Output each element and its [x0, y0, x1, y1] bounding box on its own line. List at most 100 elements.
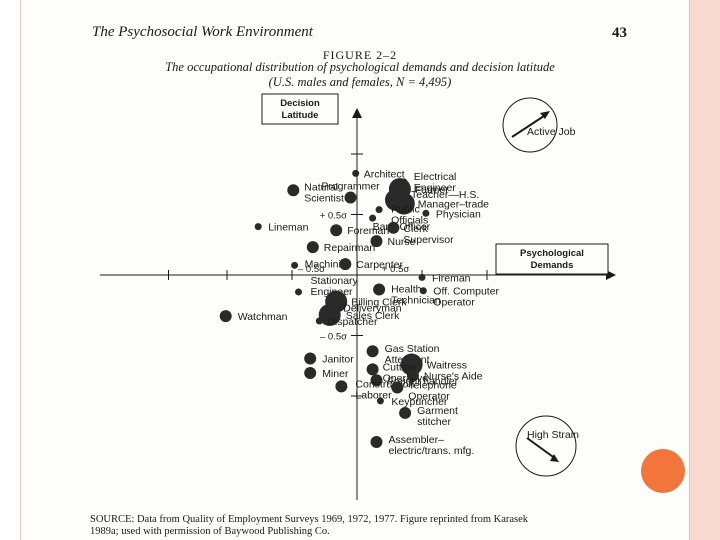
point-label-15: Machinist [305, 258, 349, 270]
active-job-circle [502, 97, 558, 153]
point-35 [376, 397, 384, 405]
high-strain-arrowhead [550, 454, 559, 462]
point-label-9: Bank Officer [373, 221, 431, 233]
point-label-16: Carpenter [356, 259, 403, 271]
point-28 [400, 353, 423, 376]
point-18 [295, 288, 302, 296]
point-26 [366, 345, 379, 358]
point-label-21: Billing Clerk [351, 297, 407, 309]
point-label-8: Physician [436, 208, 481, 220]
point-31 [406, 369, 419, 382]
source-note: SOURCE: Data from Quality of Employment … [90, 514, 528, 538]
point-label-31: Nurse's Aide [424, 370, 483, 382]
point-15 [291, 261, 299, 269]
point-label-4: Farmer [415, 184, 449, 196]
y-axis-arrowhead [352, 108, 362, 118]
point-32 [370, 374, 383, 387]
point-29 [366, 363, 379, 376]
high-strain-arrow [526, 437, 557, 460]
point-label-22: Deliveryman [343, 303, 402, 315]
point-20 [419, 287, 427, 295]
accent-circle [641, 449, 685, 493]
figure-label: FIGURE 2–2 [322, 48, 398, 62]
figure-caption-line1: The occupational distribution of psychol… [165, 60, 555, 74]
point-label-13: Nurse [388, 236, 416, 248]
point-8 [422, 209, 430, 217]
point-11 [330, 224, 343, 237]
x-axis-title-box [495, 243, 609, 275]
point-24 [315, 317, 323, 325]
running-header-title: The Psychosocial Work Environment [92, 24, 313, 40]
active-job-arrowhead [540, 111, 550, 119]
point-34 [391, 381, 404, 394]
point-label-23: Sales Clerk [346, 310, 400, 322]
point-label-27: Janitor [322, 353, 354, 365]
point-label-35: Keypuncher [391, 396, 448, 408]
point-37 [370, 435, 383, 448]
point-23 [318, 303, 341, 326]
point-label-24: Dispatcher [327, 316, 378, 328]
point-label-6: Manager–trade [418, 199, 489, 211]
point-7 [375, 206, 383, 214]
point-6 [392, 192, 415, 215]
point-2 [287, 184, 300, 197]
high-strain-circle [515, 415, 577, 477]
page-number: 43 [612, 25, 627, 41]
source-line2: 1989a; used with permission of Baywood P… [90, 526, 330, 537]
point-label-11: Foreman [347, 225, 389, 237]
point-label-10: Lineman [268, 222, 308, 234]
y-tick-label-neg: – 0.5σ [320, 332, 347, 343]
y-axis-title-box [261, 93, 339, 125]
figure-caption-line2: (U.S. males and females, N = 4,495) [268, 75, 452, 89]
source-line1: SOURCE: Data from Quality of Employment … [90, 514, 529, 525]
frame-left-line [20, 0, 21, 540]
point-label-0: Architect [364, 168, 405, 180]
figure-caption: The occupational distribution of psychol… [0, 60, 720, 90]
y-axis-title-line2: Latitude [282, 110, 319, 121]
point-33 [335, 380, 348, 393]
point-label-30: Miner [322, 368, 349, 380]
x-axis-title-line1: Psychological [520, 248, 584, 259]
point-label-37: Assembler–electric/trans. mfg. [389, 434, 475, 457]
point-14 [306, 241, 319, 254]
x-axis-title-line2: Demands [531, 260, 574, 271]
axes: + 0.5σ– 0.5σ+ 0.5σ– 0.5σDecisionLatitude… [100, 93, 616, 500]
active-job-label: Active Job [527, 126, 576, 138]
point-10 [254, 223, 262, 231]
y-axis-title-line1: Decision [280, 98, 320, 109]
point-16 [339, 258, 352, 271]
point-3 [344, 191, 357, 204]
point-label-28: Waitress [427, 360, 467, 372]
active-job-arrow [511, 113, 548, 138]
point-label-17: Fireman [432, 272, 471, 284]
point-label-25: Watchman [238, 311, 288, 323]
point-12 [387, 221, 400, 234]
point-27 [304, 352, 317, 365]
point-19 [373, 283, 386, 296]
frame-right-band [690, 0, 720, 540]
point-17 [418, 273, 426, 281]
x-tick-label-neg: – 0.5σ [298, 264, 325, 275]
point-label-5: Teacher—H.S. [411, 189, 479, 201]
point-9 [369, 214, 377, 222]
point-30 [304, 367, 317, 380]
point-label-32: Freight handler [388, 375, 459, 387]
point-label-14: Repairman [324, 242, 376, 254]
point-label-3: Programmer [321, 181, 380, 193]
point-36 [399, 406, 412, 419]
point-13 [370, 235, 383, 248]
high-strain-label: High Strain [527, 429, 579, 441]
point-25 [219, 310, 232, 323]
y-tick-label-pos: + 0.5σ [320, 211, 347, 222]
point-0 [352, 169, 360, 177]
